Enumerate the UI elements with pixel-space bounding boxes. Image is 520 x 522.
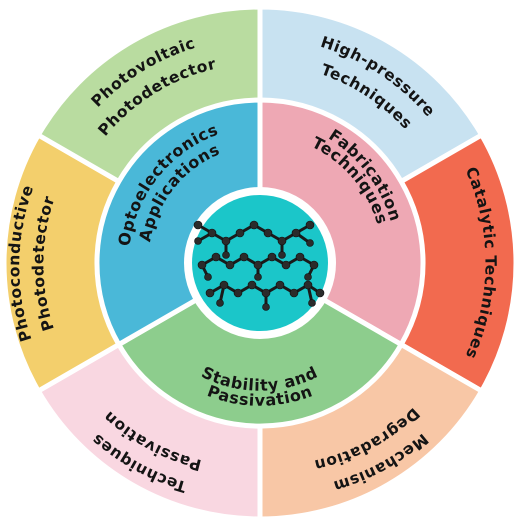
layered-crystal-structure-icon <box>193 220 325 311</box>
inner-ring <box>94 97 426 429</box>
